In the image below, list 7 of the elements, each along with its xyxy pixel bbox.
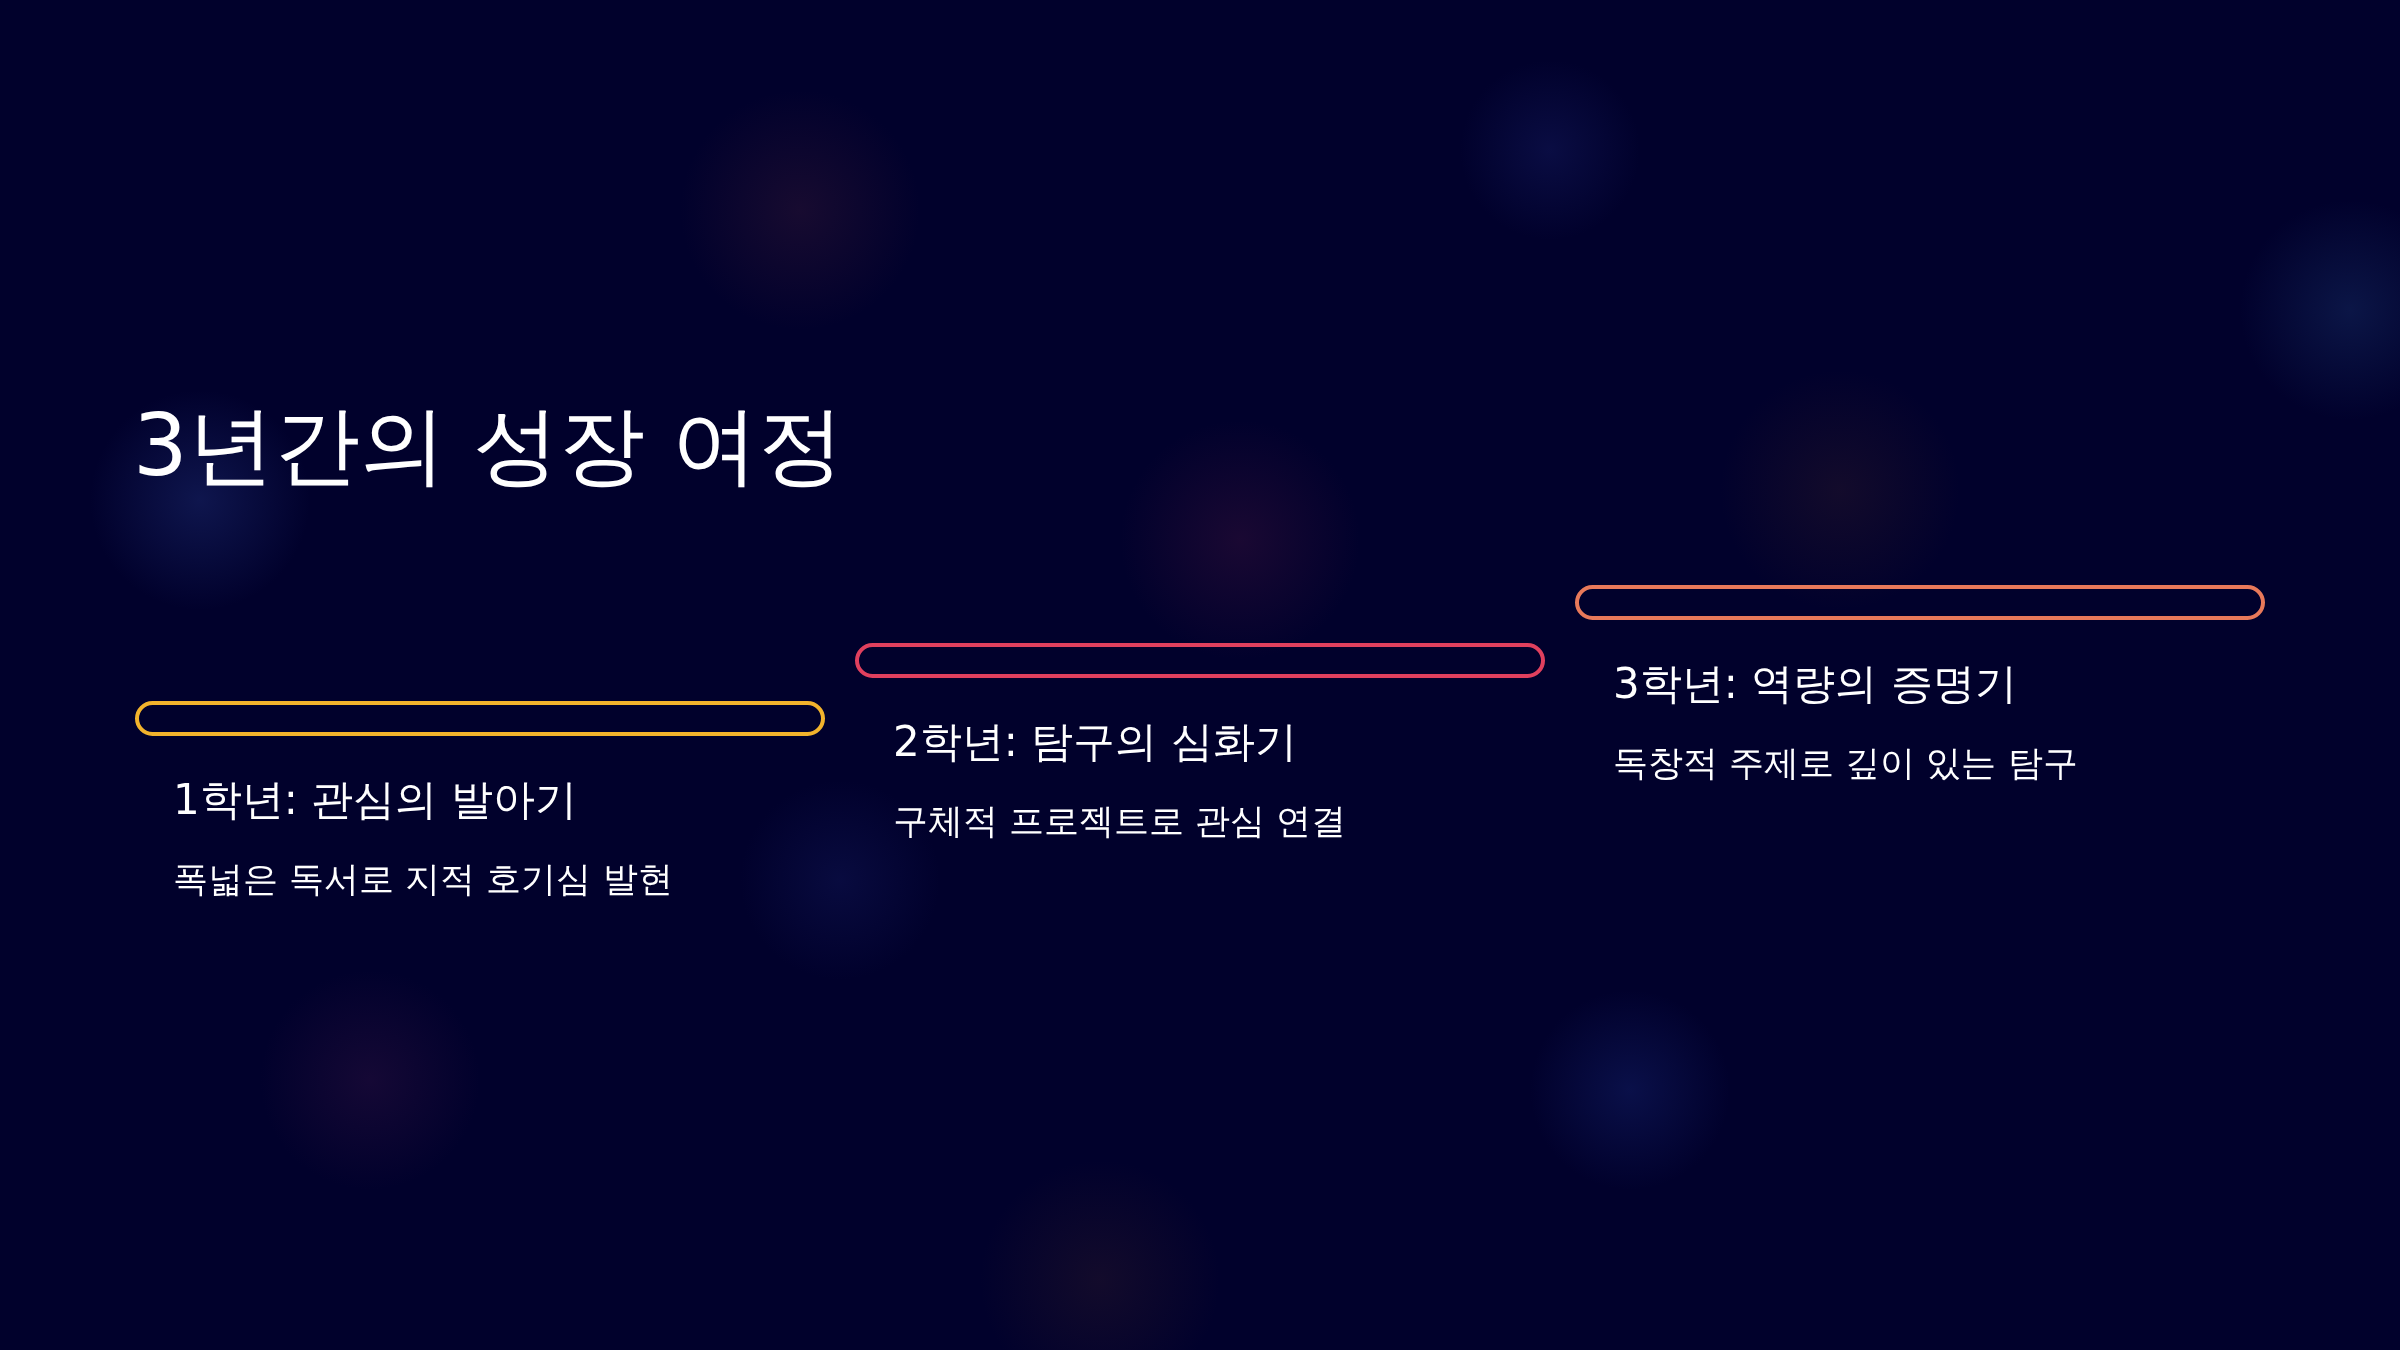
stage-heading: 3학년: 역량의 증명기: [1613, 658, 2018, 710]
stage-description: 구체적 프로젝트로 관심 연결: [893, 800, 1348, 843]
stage-heading: 1학년: 관심의 발아기: [173, 774, 578, 826]
stage-description: 독창적 주제로 깊이 있는 탐구: [1613, 742, 2079, 785]
stage-heading: 2학년: 탐구의 심화기: [893, 716, 1298, 768]
slide-title: 3년간의 성장 여정: [133, 394, 845, 497]
stage-description: 폭넓은 독서로 지적 호기심 발현: [173, 858, 674, 901]
